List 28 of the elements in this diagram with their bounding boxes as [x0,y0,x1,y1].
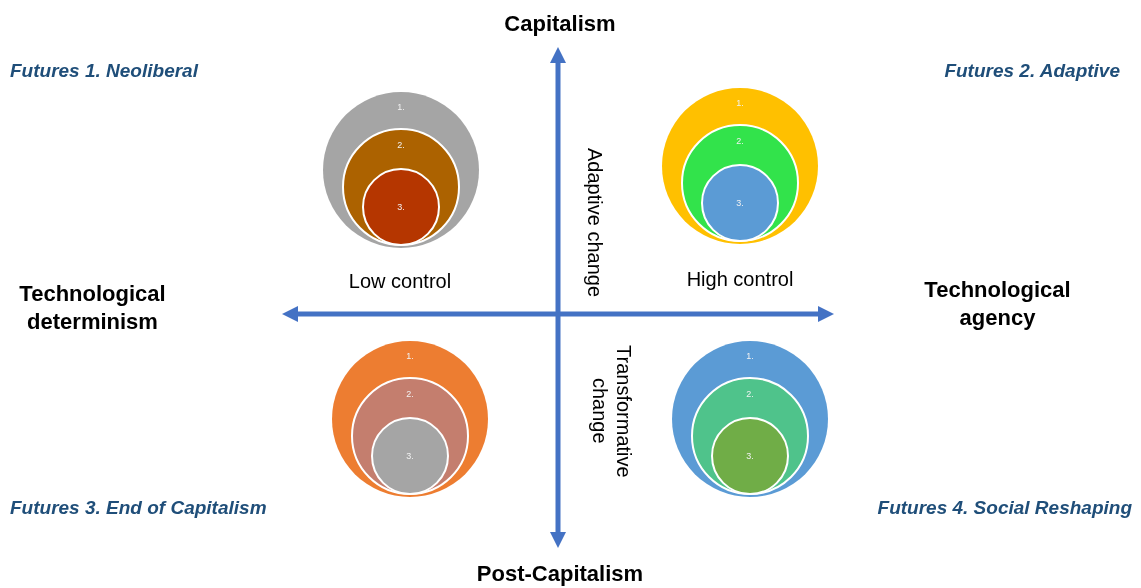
circle-number: 2. [735,136,745,146]
circle-number: 3. [405,451,415,461]
quadrant-title: Futures 3. End of Capitalism [10,497,268,519]
axis-label: Capitalism [503,10,617,38]
circle-number: 1. [735,98,745,108]
quadrant-title: Futures 2. Adaptive [943,60,1120,82]
circle [371,417,449,495]
axis-label: Transformative change [588,343,636,480]
circle-number: 3. [396,202,406,212]
quadrant-title: Futures 4. Social Reshaping [876,497,1132,519]
circle [362,168,440,246]
circle-number: 1. [745,351,755,361]
axis-label: Adaptive change [583,148,607,298]
axis-label: High control [685,268,795,291]
axis-label: Technological determinism [18,280,167,336]
circle-number: 2. [396,140,406,150]
circle-number: 3. [745,451,755,461]
circle [711,417,789,495]
circle [701,164,779,242]
axis-label: Post-Capitalism [475,560,645,588]
circle-number: 2. [745,389,755,399]
circle-number: 1. [405,351,415,361]
circle-number: 1. [396,102,406,112]
circle-number: 2. [405,389,415,399]
axis-label: Low control [347,270,453,293]
circle-number: 3. [735,198,745,208]
axis-label: Technological agency [923,276,1072,332]
quadrant-title: Futures 1. Neoliberal [10,60,200,82]
